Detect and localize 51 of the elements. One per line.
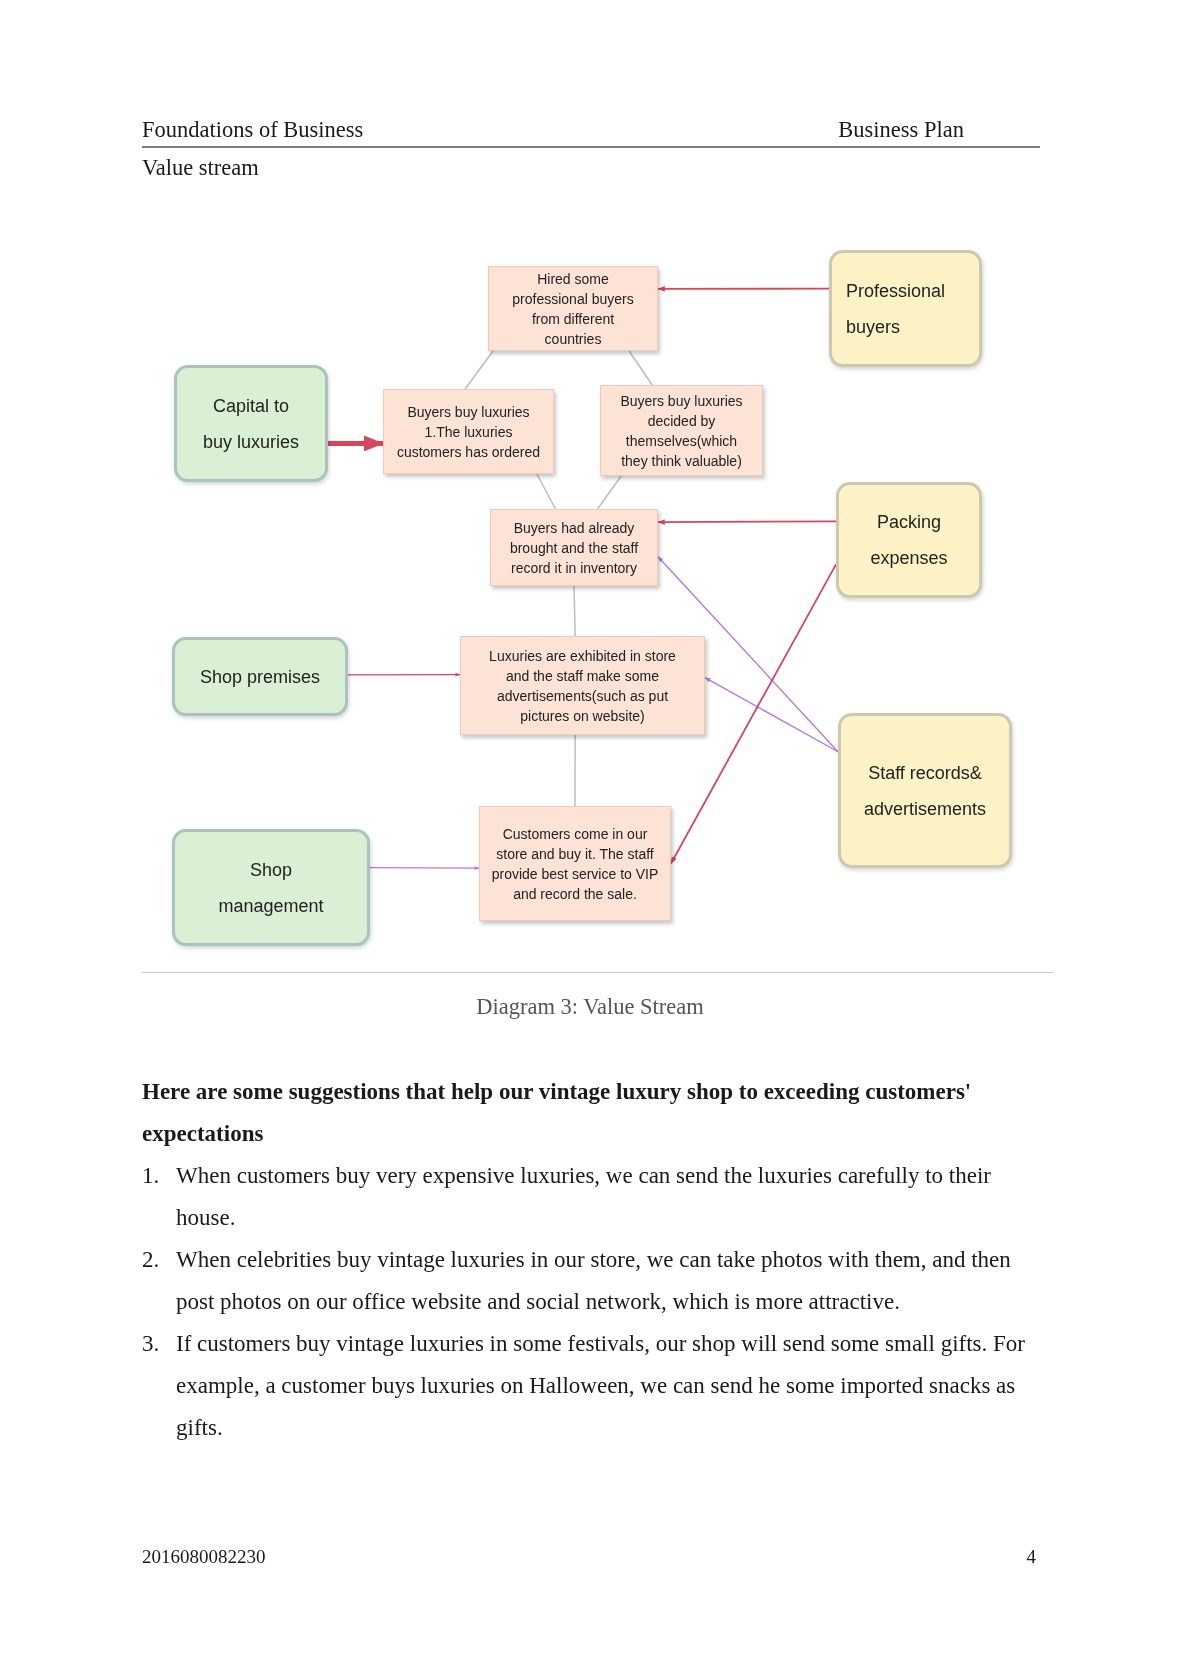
connector-line [596, 475, 622, 510]
connector-line [628, 350, 653, 386]
process-box [479, 806, 671, 921]
list-item-text: If customers buy vintage luxuries in some festivals, our shop will send some small gifts. For example, a customer buys luxuries on Halloween, we can send he some imported snacks as gifts. [176, 1330, 1026, 1442]
list-item-text: When customers buy very expensive luxuries, we can send the luxuries carefully to their house. [176, 1162, 992, 1232]
connector-line [464, 350, 494, 390]
list-item-text: When celebrities buy vintage luxuries in our store, we can take photos with them, and then post photos on our office website and social network, which is more attractive. [176, 1246, 1012, 1316]
arrow [657, 556, 839, 753]
process-box [488, 266, 658, 351]
process-box [460, 636, 705, 735]
list-number: 3. [142, 1330, 160, 1358]
node-label: Buyers buy luxuries decided by themselves(which they think valuable) [619, 391, 744, 471]
resource-box [829, 250, 982, 367]
running-header: Foundations of Business [142, 116, 364, 144]
resource-box [174, 365, 328, 482]
node-label: Packing expenses [869, 511, 949, 570]
connector-line [573, 585, 576, 637]
node-label: Capital to buy luxuries [201, 394, 300, 454]
arrow [657, 286, 830, 292]
resource-box [836, 482, 982, 598]
arrow [369, 866, 480, 870]
resource-box [172, 637, 348, 716]
list-number: 1. [142, 1162, 160, 1190]
node-label: Hired some professional buyers from different countries [511, 269, 635, 349]
arrow [704, 676, 839, 753]
list-number: 2. [142, 1246, 160, 1274]
arrow [670, 563, 837, 865]
page-number: 4 [1025, 1545, 1036, 1569]
arrow [347, 672, 461, 677]
arrow [657, 519, 837, 525]
node-label: Shop management [217, 858, 325, 918]
process-box [490, 509, 658, 586]
node-label: Professional buyers [846, 279, 947, 339]
node-label: Buyers buy luxuries 1.The luxuries customers has ordered [395, 402, 542, 462]
section-title: Value stream [142, 154, 259, 182]
resource-box [172, 829, 370, 946]
arrow [328, 435, 384, 452]
running-header: Business Plan [837, 116, 964, 144]
node-label: Luxuries are exhibited in store and the staff make some advertisements(such as put pictures on website) [488, 646, 677, 726]
paragraph-heading: Here are some suggestions that help our vintage luxury shop to exceeding customers' expectations [142, 1078, 973, 1148]
node-label: Shop premises [198, 665, 322, 689]
node-label: Buyers had already brought and the staff record it in inventory [508, 518, 640, 578]
footer-text: 2016080082230 [142, 1545, 266, 1569]
process-box [600, 385, 763, 476]
resource-box [838, 713, 1012, 868]
node-label: Customers come in our store and buy it. The staff provide best service to VIP and record the sale. [490, 824, 660, 904]
node-label: Staff records& advertisements [862, 761, 988, 821]
process-box [383, 389, 554, 474]
connector-line [536, 473, 557, 510]
figure-caption: Diagram 3: Value Stream [475, 993, 705, 1021]
connector-line [574, 734, 576, 807]
